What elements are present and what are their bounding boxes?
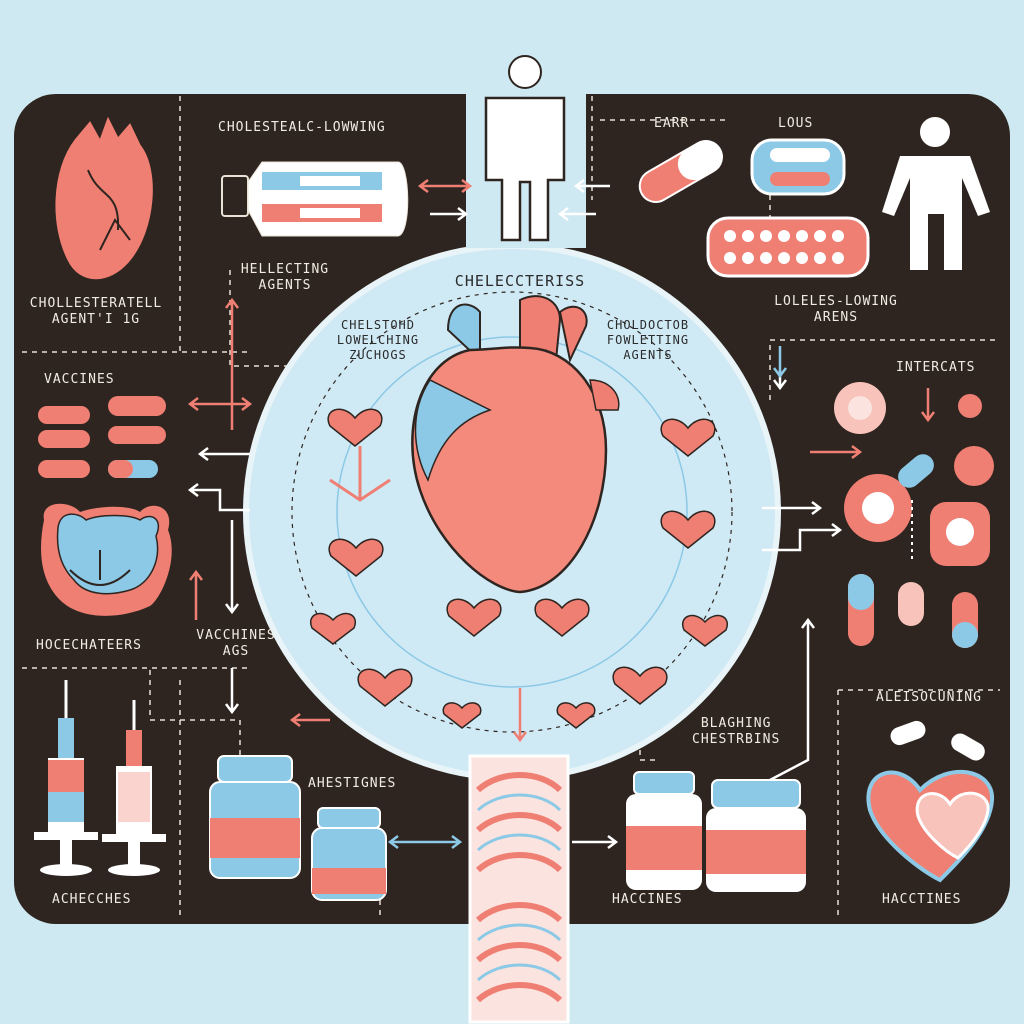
heart-icon: [866, 720, 995, 883]
label-vaccines: VACCINES: [44, 372, 115, 387]
pill-capsule-icon: [848, 574, 978, 648]
syringe-icon: [34, 680, 98, 876]
label-interats: INTERCATS: [896, 360, 976, 375]
anatomical-heart-icon: [55, 116, 153, 280]
pill-blister-pack-icon: [750, 138, 846, 196]
intestine-icon: [468, 754, 570, 1024]
medicine-bottle-icon: [706, 779, 806, 892]
label-haccines: HACCINES: [612, 892, 683, 907]
circle-dashed-ring: [291, 291, 733, 733]
label-blaghing-chestrbins: BLAGHING CHESTRBINS: [692, 716, 781, 748]
circle-right-heading: CHOLDOCTOB FOWLETTING AGENTS: [606, 318, 690, 362]
label-hocechateers: HOCECHATEERS: [36, 638, 142, 653]
pill-blister-pack-icon: [221, 161, 409, 237]
person-figure-icon: [882, 115, 990, 270]
medicine-bottle-icon: [311, 807, 387, 901]
label-aleisocuning: ALEISOCUNING: [876, 690, 982, 705]
intestine-icon: [834, 382, 994, 566]
central-heart-icon: [411, 295, 620, 594]
label-loleles-lowing-arens: LOLELES-LOWING ARENS: [774, 294, 898, 326]
arrow-icon: [329, 446, 391, 502]
medicine-bottle-icon: [209, 755, 301, 879]
label-hacctines: HACCTINES: [882, 892, 962, 907]
pill-capsule-icon: [638, 140, 723, 204]
circle-title: CHELECCTERISS: [454, 272, 586, 290]
label-cholesterol-lowering: CHOLESTEALC-LOWWING: [218, 120, 386, 135]
label-helleting-agents: HELLECTING AGENTS: [240, 262, 330, 294]
syringe-icon: [102, 700, 166, 876]
circle-left-heading: CHELSTOHD LOWELCHING ZUCHOGS: [336, 318, 420, 362]
label-lous: LOUS: [778, 116, 814, 131]
arrow-icon: [187, 179, 843, 849]
medicine-bottle-icon: [626, 771, 702, 890]
label-earr: EARR: [654, 116, 690, 131]
label-ahestignes: AHESTIGNES: [308, 776, 397, 791]
arrow-icon: [187, 179, 935, 743]
label-vacchines-ags: VACCHINES AGS: [196, 628, 276, 660]
circle-inner-ring: [336, 336, 688, 688]
label-achecches: ACHECCHES: [52, 892, 132, 907]
stomach-organ-icon: [41, 503, 172, 616]
label-cholesteratell-agents: CHOLLESTERATELL AGENT'I 1G: [29, 296, 163, 328]
person-figure-icon: [466, 48, 586, 248]
arrow-icon: [387, 346, 787, 849]
pill-capsule-icon: [38, 396, 166, 478]
pill-blister-pack-icon: [706, 216, 870, 278]
heart-icon: [309, 408, 729, 729]
